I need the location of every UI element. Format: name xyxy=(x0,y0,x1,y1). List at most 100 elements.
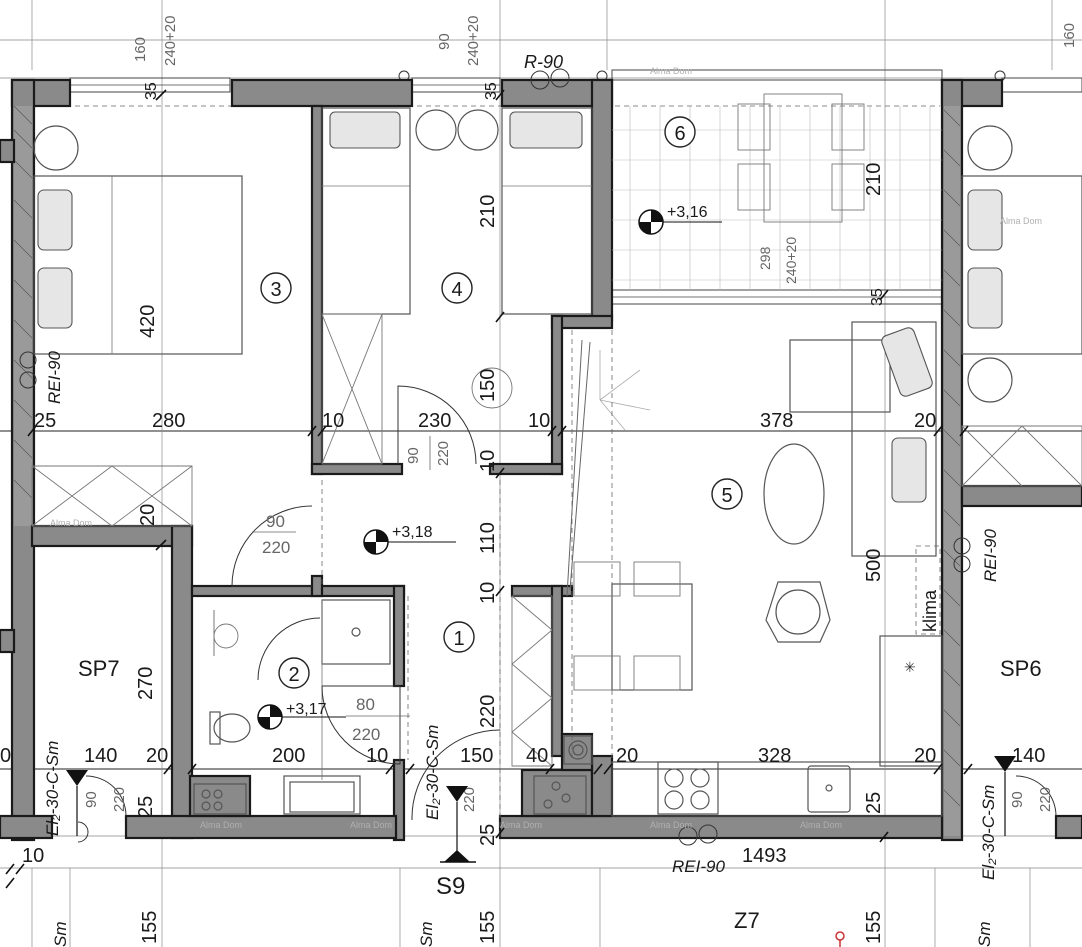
door-height: 220 xyxy=(435,441,452,466)
dim-label: 378 xyxy=(760,410,793,432)
zone-labels: SP7 SP6 S9 Z7 xyxy=(78,656,1042,933)
elevation-label: +3,18 xyxy=(392,524,433,541)
elevation-marker: +3,17 xyxy=(257,701,346,730)
dim-label: 90 xyxy=(1009,791,1026,808)
dim-label: 500 xyxy=(863,549,885,582)
r90-label: R-90 xyxy=(524,52,563,72)
elevation-marker: +3,16 xyxy=(638,204,722,235)
watermark: Alma Dom xyxy=(50,518,92,528)
room-number: 5 xyxy=(721,485,732,507)
door-height: 220 xyxy=(352,725,380,744)
klima-label: klima xyxy=(920,589,940,632)
room4-furniture xyxy=(321,107,593,465)
dim-label: 25 xyxy=(135,796,157,818)
el-label: El₂-30-C-Sm xyxy=(423,725,442,820)
dim-label: 140 xyxy=(84,745,117,767)
dim-label: 150 xyxy=(477,369,499,402)
dim-label: 328 xyxy=(758,745,791,767)
dim-label: 200 xyxy=(272,745,305,767)
room-numbers: 3 4 6 5 1 2 xyxy=(260,116,743,689)
dim-label: 20 xyxy=(616,745,638,767)
dim-label: 10 xyxy=(322,410,344,432)
dim-label: 25 xyxy=(477,824,499,846)
entry-markers xyxy=(66,756,1016,947)
watermark: Alma Dom xyxy=(200,820,242,830)
dim-label: 110 xyxy=(477,522,499,554)
sm-label: Sm xyxy=(417,922,436,947)
door-width: 80 xyxy=(356,695,375,714)
z7-label: Z7 xyxy=(734,908,760,933)
dim-label: 10 xyxy=(366,745,388,767)
dim-label: 298 xyxy=(757,246,773,270)
s9-label: S9 xyxy=(436,873,465,900)
dim-label: 220 xyxy=(461,787,478,812)
el-label: El₂-30-C-Sm xyxy=(43,741,62,836)
dim-label: 90 xyxy=(83,791,100,808)
sm-label: Sm xyxy=(975,922,994,947)
room5-furniture: ✳ xyxy=(511,321,943,817)
watermark: Alma Dom xyxy=(500,820,542,830)
dim-label: 1493 xyxy=(742,845,787,867)
room-number: 3 xyxy=(270,279,281,301)
dim-label: 20 xyxy=(914,410,936,432)
dim-label: 20 xyxy=(137,504,159,526)
dim-label: 280 xyxy=(152,410,185,432)
corridor-lines xyxy=(321,480,501,840)
walls xyxy=(0,78,1082,842)
watermark: Alma Dom xyxy=(350,820,392,830)
dim-label: 10 xyxy=(477,450,499,472)
dim-label: 420 xyxy=(137,305,159,338)
sp6-label: SP6 xyxy=(1000,656,1042,681)
dim-label: 155 xyxy=(863,911,885,944)
watermarks: Alma Dom Alma Dom Alma Dom Alma Dom Alma… xyxy=(50,66,1042,830)
watermark: Alma Dom xyxy=(650,820,692,830)
dim-label: 0 xyxy=(0,745,11,767)
dim-label: 25 xyxy=(34,410,56,432)
dim-label: 10 xyxy=(528,410,550,432)
sp7-label: SP7 xyxy=(78,656,120,681)
door-width: 90 xyxy=(405,447,422,464)
balcony-tiles xyxy=(612,93,942,290)
mid-dimensions: 25 280 10 230 10 378 20 xyxy=(34,410,936,432)
elevation-label: +3,16 xyxy=(667,204,708,221)
dim-label: 160 xyxy=(1061,23,1078,48)
fire-rating-labels: REI-90 REI-90 REI-90 El₂-30-C-Sm El₂-30-… xyxy=(19,351,1000,947)
dim-label: 155 xyxy=(477,911,499,944)
dim-label: 40 xyxy=(526,745,548,767)
rei90-label: REI-90 xyxy=(672,857,725,876)
room3-furniture xyxy=(31,125,243,527)
bottom-dimensions: 0 140 20 200 10 150 40 20 328 20 140 90 … xyxy=(0,745,1054,867)
watermark: Alma Dom xyxy=(1000,216,1042,226)
dim-label: 210 xyxy=(863,163,885,196)
sm-label: Sm xyxy=(51,922,70,947)
dim-label: 35 xyxy=(869,288,886,306)
dim-label: 160 xyxy=(132,37,149,62)
rei90-label: REI-90 xyxy=(981,529,1000,582)
dim-label: 220 xyxy=(111,787,128,812)
elevation-marker: +3,18 xyxy=(363,524,456,555)
top-dimensions: 160 240+20 90 240+20 160 35 35 35 R-90 xyxy=(132,16,1078,306)
dim-label: 220 xyxy=(1037,787,1054,812)
dim-label: 240+20 xyxy=(465,16,482,66)
door-sizes: 90 220 90 220 80 220 xyxy=(252,436,452,744)
dim-label: 35 xyxy=(483,82,500,100)
dim-label: 270 xyxy=(135,667,157,700)
dim-label: 155 xyxy=(139,911,161,944)
dim-label: 240+20 xyxy=(783,237,799,284)
dim-label: 20 xyxy=(914,745,936,767)
dim-label: 210 xyxy=(477,195,499,228)
dim-label: 10 xyxy=(22,845,44,867)
vertical-dimensions: 420 210 210 150 298 240+20 20 110 10 10 … xyxy=(135,163,940,944)
room-number: 2 xyxy=(288,664,299,686)
door-height: 220 xyxy=(262,538,290,557)
rei90-label: REI-90 xyxy=(45,351,64,404)
el-label: El₂-30-C-Sm xyxy=(979,785,998,880)
dim-label: 25 xyxy=(863,792,885,814)
dim-label: 240+20 xyxy=(162,16,179,66)
elevation-markers: +3,16 +3,18 +3,17 xyxy=(257,204,722,730)
room-number: 1 xyxy=(453,628,464,650)
elevation-label: +3,17 xyxy=(286,701,327,718)
dim-label: 20 xyxy=(146,745,168,767)
watermark: Alma Dom xyxy=(800,820,842,830)
right-room-furniture xyxy=(961,125,1082,487)
